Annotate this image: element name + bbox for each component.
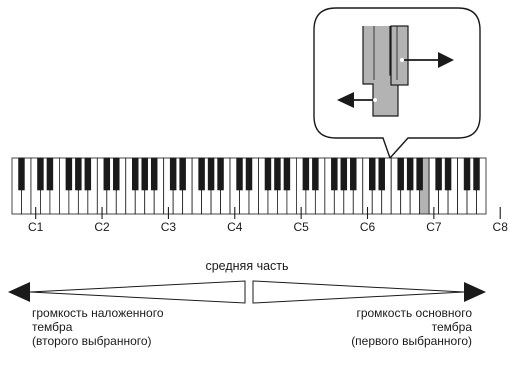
left-label-line: громкость наложенного (32, 306, 164, 320)
black-key (264, 157, 272, 191)
octave-label: C2 (94, 220, 110, 234)
black-key (406, 157, 414, 191)
black-key (37, 157, 44, 191)
right-label-line: тембра (431, 320, 472, 334)
black-key (331, 157, 338, 191)
black-key (397, 157, 404, 191)
black-key (103, 157, 111, 191)
diagram-stage: средняя часть громкость наложенного темб… (8, 7, 508, 348)
black-key (302, 157, 310, 191)
black-key (350, 157, 357, 191)
right-label-line: (первого выбранного) (351, 334, 472, 348)
black-key (84, 157, 92, 191)
octave-label: C8 (492, 220, 508, 234)
black-key (75, 157, 82, 191)
black-key (416, 157, 423, 191)
keyboard-diagram (8, 7, 501, 304)
black-key (179, 157, 186, 191)
left-label-line: (второго выбранного) (32, 334, 152, 348)
zoom-callout (313, 7, 481, 160)
black-key (444, 157, 452, 191)
black-key (113, 157, 120, 191)
right-volume-wedge (252, 280, 465, 304)
zoom-black-key (390, 25, 409, 86)
piano-keyboard (11, 157, 501, 219)
black-key (236, 157, 243, 191)
black-key (46, 157, 54, 191)
black-key (65, 157, 73, 191)
black-key (245, 157, 253, 191)
right-triangle-icon (464, 282, 486, 302)
black-key (274, 157, 281, 191)
left-volume-label: громкость наложенного тембра (второго вы… (32, 306, 164, 348)
black-key (463, 157, 471, 191)
black-key (435, 157, 442, 191)
left-triangle-icon (8, 282, 30, 302)
black-key (18, 157, 25, 191)
octave-label: C1 (28, 220, 44, 234)
black-key (473, 157, 480, 191)
octave-label: C7 (426, 220, 442, 234)
black-key (150, 157, 158, 191)
left-arrow-icon (337, 92, 354, 108)
octave-label: C5 (293, 220, 309, 234)
right-volume-label: громкость основного тембра (первого выбр… (351, 306, 472, 348)
black-key (312, 157, 319, 191)
black-key (141, 157, 148, 191)
octave-label: C6 (359, 220, 376, 234)
right-arrow-icon (438, 52, 454, 68)
black-key (207, 157, 215, 191)
black-key (369, 157, 376, 191)
middle-label: средняя часть (205, 259, 289, 273)
octave-label: C3 (160, 220, 177, 234)
black-key (340, 157, 348, 191)
black-key (169, 157, 177, 191)
right-label-line: громкость основного (356, 306, 472, 320)
black-key (217, 157, 224, 191)
black-key (378, 157, 385, 191)
black-key (283, 157, 291, 191)
black-key (132, 157, 139, 191)
balance-wedge (8, 280, 486, 304)
left-volume-wedge (29, 280, 246, 304)
black-key (198, 157, 205, 191)
octave-label: C4 (227, 220, 243, 234)
left-label-line: тембра (32, 320, 73, 334)
